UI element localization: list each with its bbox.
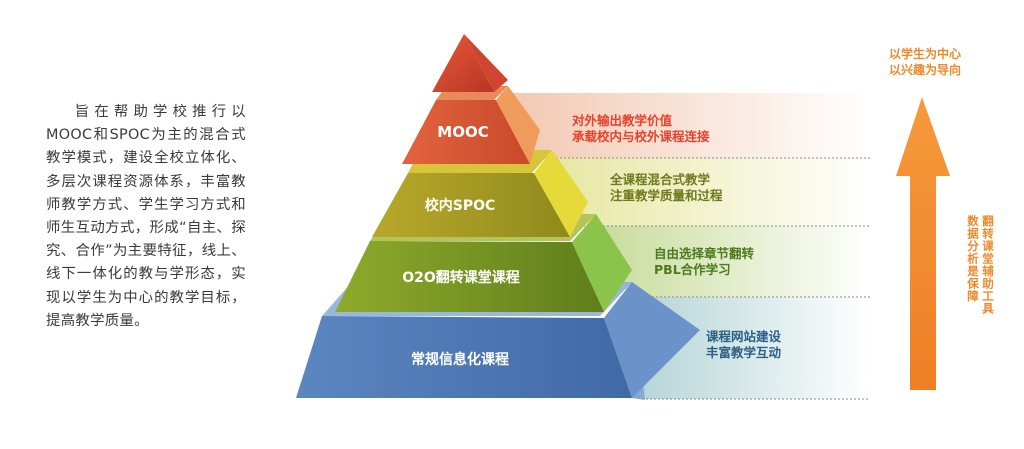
arrow-top-text-2: 以兴趣为导向 xyxy=(889,62,961,77)
tier-label-base: 常规信息化课程 xyxy=(411,351,509,368)
band-spoc xyxy=(552,158,870,226)
tier-label-mooc: MOOC xyxy=(437,123,488,141)
tier-desc-mooc-1: 对外输出教学价值 xyxy=(572,113,673,128)
tier-base-front xyxy=(296,316,632,398)
tier-o2o-front xyxy=(335,241,604,312)
tier-mooc-front xyxy=(402,100,530,164)
tier-desc-spoc-1: 全课程混合式教学 xyxy=(609,172,711,187)
tier-desc-spoc-2: 注重教学质量和过程 xyxy=(610,188,723,203)
vertical-text-column: 翻转课堂辅助工具 xyxy=(982,214,994,316)
tier-mooc-right xyxy=(496,86,540,164)
tier-spoc-right xyxy=(534,150,588,237)
tier-desc-o2o-1: 自由选择章节翻转 xyxy=(654,246,755,261)
tier-base-right xyxy=(604,282,700,398)
tier-desc-base-2: 丰富教学互动 xyxy=(706,345,782,360)
band-base xyxy=(632,297,870,399)
tier-spoc-front xyxy=(372,173,570,237)
arrow-top-text-1: 以学生为中心 xyxy=(889,46,961,61)
band-o2o xyxy=(600,226,870,297)
band-mooc xyxy=(500,93,870,158)
tier-bands xyxy=(500,93,870,400)
tier-desc-o2o-2: PBL合作学习 xyxy=(654,262,731,277)
tier-desc-base-1: 课程网站建设 xyxy=(706,329,782,344)
tier-apex xyxy=(432,34,508,92)
arrow-side-text-1: 翻转课堂辅助工具 xyxy=(982,214,994,316)
arrow-side-text-2: 数据分析是保障 xyxy=(966,214,979,303)
upward-arrow xyxy=(896,97,950,390)
vertical-text-column: 数据分析是保障 xyxy=(966,214,979,303)
tier-desc-mooc-2: 承载校内与校外课程连接 xyxy=(572,129,710,144)
arrow-shape xyxy=(896,97,950,390)
tier-label-spoc: 校内SPOC xyxy=(425,197,496,214)
apex-front xyxy=(432,34,494,92)
apex-side xyxy=(464,34,508,92)
intro-paragraph: 旨在帮助学校推行以MOOC和SPOC为主的混合式教学模式，建设全校立体化、多层次… xyxy=(46,104,246,329)
tier-o2o-right xyxy=(572,214,632,312)
tier-label-o2o: O2O翻转课堂课程 xyxy=(402,269,520,286)
